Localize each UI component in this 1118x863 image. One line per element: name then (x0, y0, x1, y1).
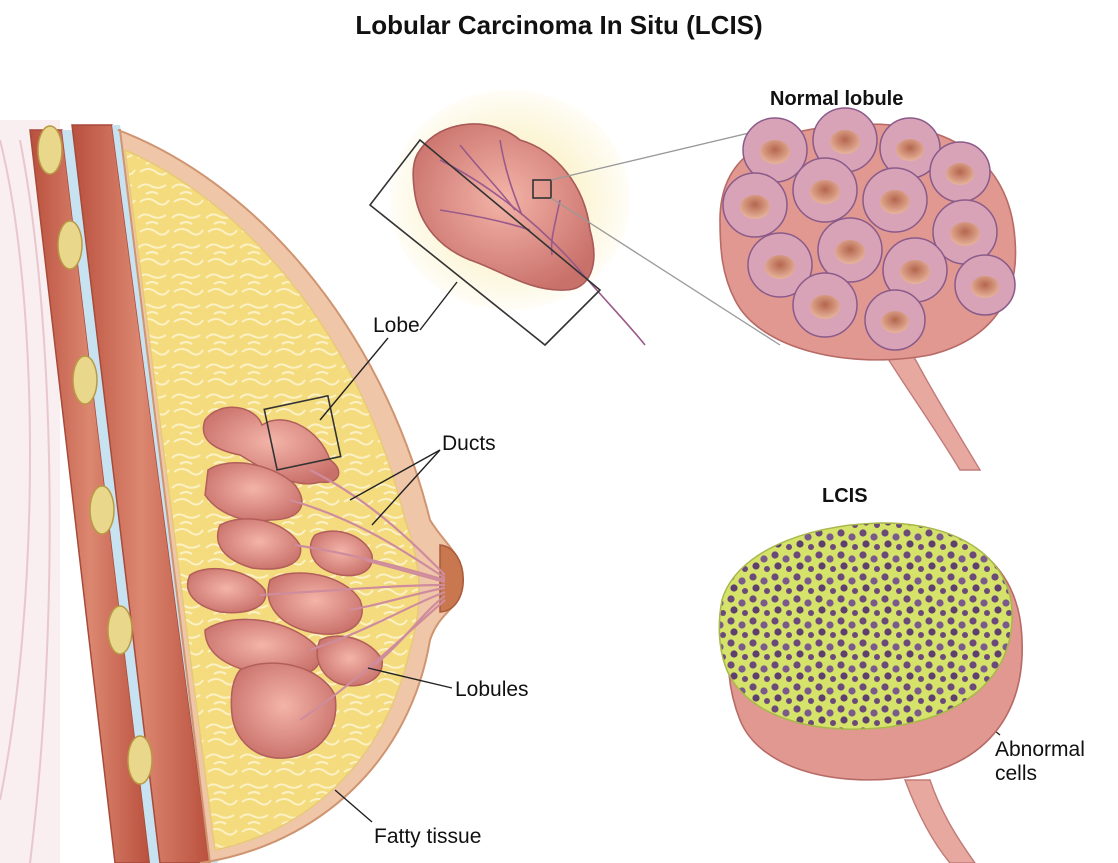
enlarged-lobe (370, 90, 645, 345)
label-lobules: Lobules (455, 678, 529, 702)
label-ducts: Ducts (442, 432, 496, 456)
label-fatty-tissue: Fatty tissue (374, 825, 481, 849)
normal-lobule-illustration (720, 108, 1016, 470)
diagram-title: Lobular Carcinoma In Situ (LCIS) (0, 10, 1118, 41)
normal-lobule-heading: Normal lobule (770, 88, 903, 111)
label-abnormal-line2: cells (995, 762, 1037, 786)
label-abnormal-line1: Abnormal (995, 738, 1085, 762)
lcis-heading: LCIS (822, 485, 868, 508)
label-lobe: Lobe (373, 314, 420, 338)
lcis-lobule-illustration (719, 523, 1022, 863)
